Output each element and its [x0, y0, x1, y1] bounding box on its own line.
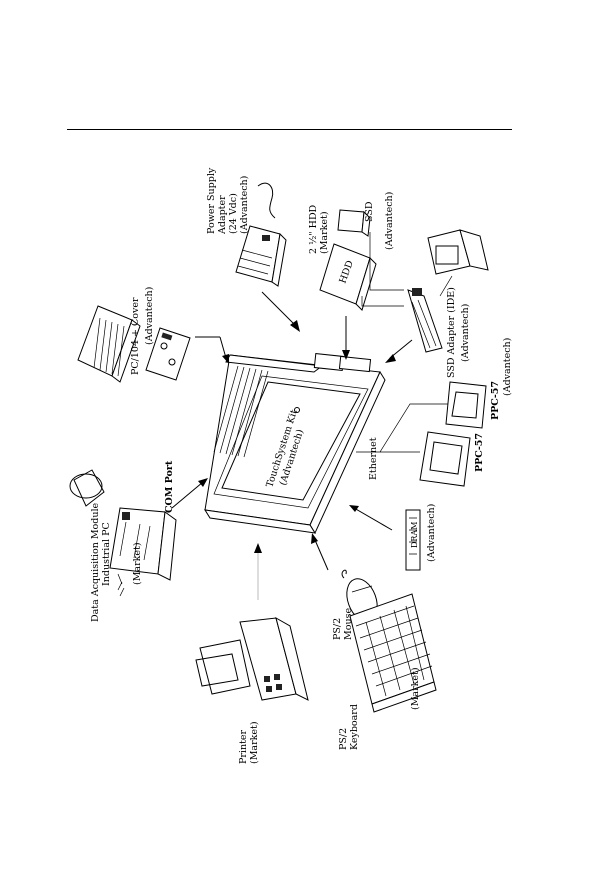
power-supply-adapter-icon [235, 182, 287, 287]
printer-label: Printer (Market) [231, 721, 260, 764]
touchsystem-kit: TouchSystem Kit (Advantech) [204, 353, 386, 535]
pc104-label: PC/104 + Cover [130, 297, 141, 375]
ssd-label: SSD [364, 201, 375, 222]
kit-vent-fins [213, 353, 372, 458]
ppc57-a-label: PPC-57 [474, 433, 485, 472]
hdd-icon: HDD [319, 243, 377, 311]
dram-chip-label: DRAM [410, 522, 419, 548]
ssd-vendor-label: (Advantech) [384, 192, 395, 250]
mouse-label: PS/2 Mouse [325, 608, 354, 640]
ps2-keyboard-icon [349, 593, 437, 713]
pc104-cover-icon [77, 305, 141, 383]
industrial-pc-label: Industrial PC [101, 522, 112, 586]
header-rule [67, 129, 512, 130]
ssd-adapter-label: SSD Adapter (IDE) [446, 287, 457, 378]
ssd-icon [337, 209, 371, 237]
dram-module-icon: DRAM [405, 509, 421, 571]
ppc57-panel-a-icon [419, 431, 471, 487]
keyboard-label: PS/2 Keyboard [331, 704, 360, 750]
com-port-label: COM Port [164, 460, 175, 513]
cable-icon [117, 573, 125, 597]
pc104-board-icon [145, 327, 191, 381]
industrial-pc-vendor-label: (Market) [132, 542, 143, 585]
dram-vendor-label: (Advantech) [426, 504, 437, 562]
ppc57-panel-b-icon [445, 381, 487, 429]
hdd-label: 2 ½" HDD (Market) [301, 200, 330, 254]
keyboard-vendor-label: (Market) [410, 667, 421, 710]
ide-drive-icon [427, 229, 489, 275]
industrial-pc-icon [109, 507, 177, 581]
daq-module-label: Data Acquisition Module [90, 502, 101, 622]
printer-icon [195, 616, 309, 701]
ssd-adapter-icon [407, 288, 443, 353]
ethernet-label: Ethernet [368, 437, 379, 480]
ssd-adapter-vendor-label: (Advantech) [460, 304, 471, 362]
pc104-vendor-label: (Advantech) [144, 287, 155, 345]
data-acquisition-module-icon [69, 469, 105, 507]
ppc57-b-label: PPC-57 (Advantech) [483, 338, 513, 420]
power-supply-label: Power Supply Adapter (24 Vdc) (Advantech… [199, 163, 250, 235]
